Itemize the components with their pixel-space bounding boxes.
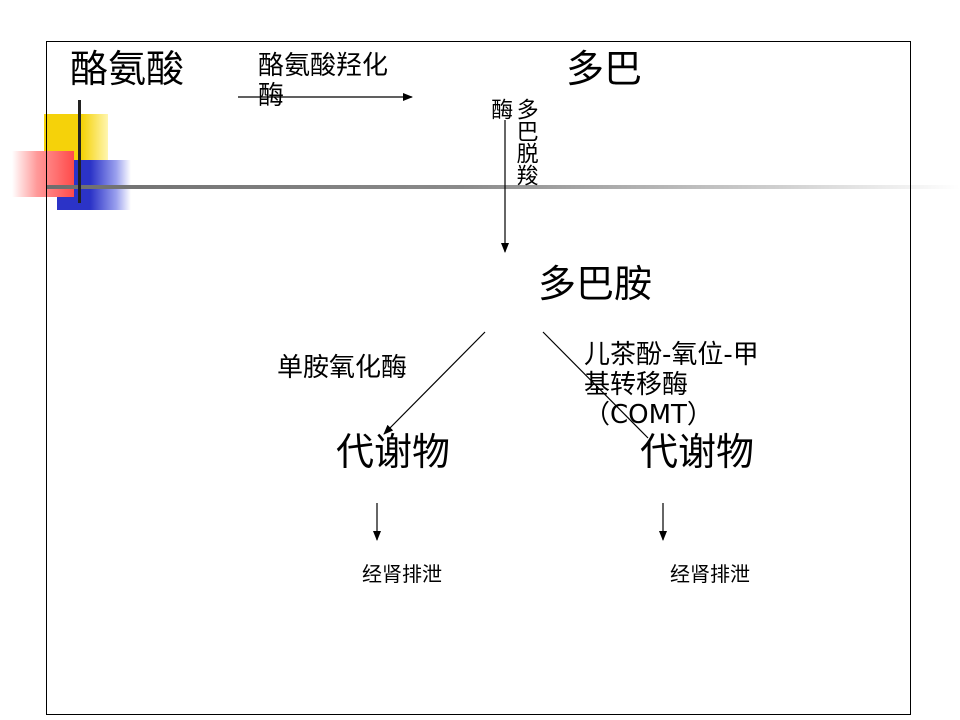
enzyme-tyrosine-hydroxylase: 酪氨酸羟化酶 bbox=[258, 51, 389, 111]
deco-red-square bbox=[12, 151, 74, 197]
node-metabolite-left: 代谢物 bbox=[336, 430, 451, 474]
deco-horizontal-rule bbox=[46, 185, 960, 189]
node-dopamine: 多巴胺 bbox=[538, 262, 653, 306]
arrow-dopamine-to-metabolite-left bbox=[383, 331, 486, 435]
node-metabolite-right: 代谢物 bbox=[640, 430, 755, 474]
slide-frame bbox=[46, 41, 911, 715]
excretion-left: 经肾排泄 bbox=[362, 562, 442, 586]
enzyme-dopa-decarboxylase: 多巴脱羧酶 bbox=[487, 98, 538, 186]
arrow-dopamine-to-metabolite-right bbox=[542, 331, 649, 439]
deco-vertical-rule bbox=[78, 100, 81, 203]
node-dopa: 多巴 bbox=[566, 47, 643, 91]
enzyme-comt: 儿茶酚-氧位-甲基转移酶（COMT） bbox=[584, 340, 759, 430]
excretion-right: 经肾排泄 bbox=[670, 562, 750, 586]
node-tyrosine: 酪氨酸 bbox=[70, 47, 185, 91]
enzyme-mao: 单胺氧化酶 bbox=[277, 353, 408, 383]
